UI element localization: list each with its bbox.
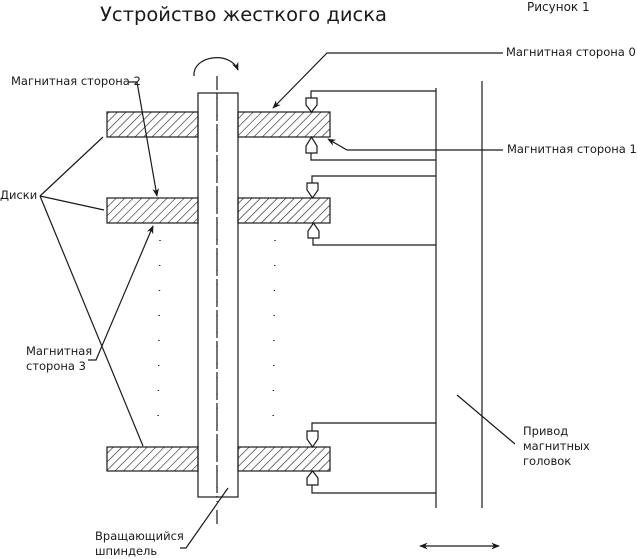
diagram-title: Устройство жесткого диска [100,3,387,26]
figure-label: Рисунок 1 [527,0,590,14]
label-side-3-line1: Магнитная [26,344,93,358]
label-side-2: Магнитная сторона 2 [11,74,141,88]
leader-disks [39,136,144,447]
head-2-icon [306,182,319,200]
label-spindle-line2: шпиндель [95,544,158,558]
label-side-0: Магнитная сторона 0 [506,45,636,59]
head-0-icon [305,97,318,113]
label-actuator-line3: головок [523,454,572,468]
spindle [197,92,239,498]
head-3-icon [307,221,320,239]
label-side-1: Магнитная сторона 1 [507,142,637,156]
label-actuator-line2: магнитных [523,439,590,453]
disk-3 [106,446,331,472]
leader-side-3 [88,225,154,361]
leader-side-1 [327,138,503,151]
heads [305,97,320,486]
leader-actuator [456,394,516,445]
head-4-icon [306,430,319,449]
head-5-icon [306,470,319,486]
leader-spindle [180,487,229,549]
hard-disk-diagram [39,52,516,550]
head-arms [310,90,436,494]
label-side-3-line2: сторона 3 [26,359,86,373]
disk-1 [106,111,331,138]
rotation-arrow-icon [193,57,239,77]
head-1-icon [305,135,318,154]
label-disks: Диски [0,188,38,202]
disk-2 [106,197,331,224]
leader-side-2 [128,81,160,197]
leader-side-0 [272,52,503,109]
label-spindle-line1: Вращающийся [95,529,184,543]
label-actuator-line1: Привод [523,424,569,438]
